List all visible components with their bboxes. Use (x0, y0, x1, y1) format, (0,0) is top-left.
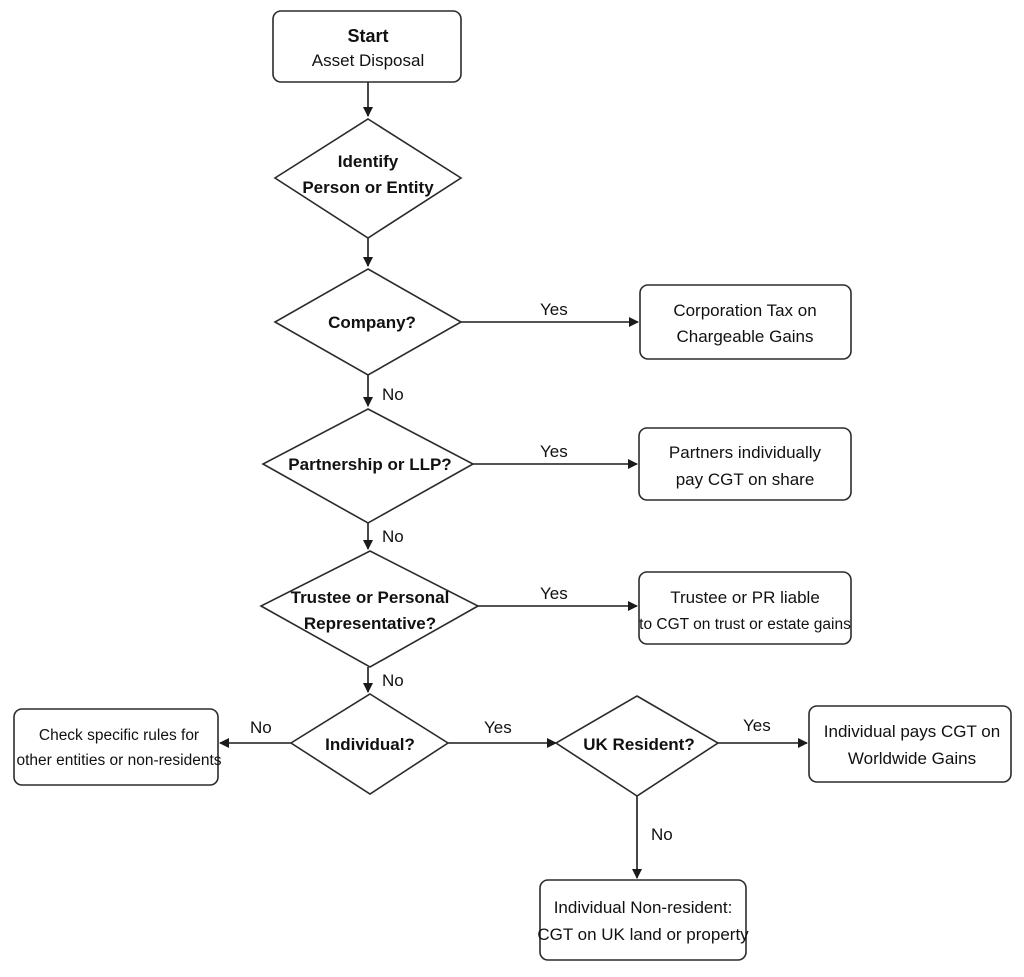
trustee-line2: Representative? (304, 614, 436, 633)
uk-resident-node: UK Resident? (554, 695, 720, 797)
partners-line2: pay CGT on share (676, 470, 815, 489)
check-rules-line1: Check specific rules for (39, 727, 199, 744)
individual-label: Individual? (325, 735, 415, 754)
non-resident-node: Individual Non-resident: CGT on UK land … (537, 879, 749, 961)
partnership-node: Partnership or LLP? (261, 408, 475, 524)
worldwide-line1: Individual pays CGT on (824, 722, 1000, 741)
uk-resident-label: UK Resident? (583, 735, 694, 754)
identify-line2: Person or Entity (302, 178, 434, 197)
edge-labels: Yes No Yes No Yes No No Yes Yes No (250, 300, 771, 844)
edge-label-company-no: No (382, 385, 404, 404)
corp-tax-node: Corporation Tax on Chargeable Gains (639, 284, 852, 360)
company-node: Company? (273, 268, 463, 376)
edge-label-resident-no: No (651, 825, 673, 844)
edge-label-resident-yes: Yes (743, 716, 771, 735)
edge-label-trustee-no: No (382, 671, 404, 690)
edge-label-individual-no: No (250, 718, 272, 737)
check-rules-line2: other entities or non-residents (16, 752, 221, 769)
trustee-liable-line1: Trustee or PR liable (670, 588, 820, 607)
edge-label-partnership-yes: Yes (540, 442, 568, 461)
edges (219, 82, 808, 879)
identify-node: Identify Person or Entity (273, 118, 463, 239)
corp-tax-line1: Corporation Tax on (673, 301, 816, 320)
partnership-label: Partnership or LLP? (288, 455, 451, 474)
non-resident-line2: CGT on UK land or property (537, 925, 749, 944)
trustee-node: Trustee or Personal Representative? (259, 550, 480, 668)
corp-tax-line2: Chargeable Gains (676, 327, 813, 346)
edge-label-individual-yes: Yes (484, 718, 512, 737)
worldwide-line2: Worldwide Gains (848, 749, 976, 768)
company-label: Company? (328, 313, 416, 332)
partners-line1: Partners individually (669, 443, 822, 462)
trustee-liable-line2: to CGT on trust or estate gains (639, 616, 851, 633)
check-rules-node: Check specific rules for other entities … (13, 708, 222, 786)
edge-label-partnership-no: No (382, 527, 404, 546)
partners-node: Partners individually pay CGT on share (638, 427, 852, 501)
start-subtitle: Asset Disposal (312, 51, 424, 70)
start-title: Start (347, 26, 388, 46)
identify-line1: Identify (338, 152, 399, 171)
trustee-liable-node: Trustee or PR liable to CGT on trust or … (638, 571, 852, 645)
start-node: Start Asset Disposal (272, 10, 462, 83)
edge-label-trustee-yes: Yes (540, 584, 568, 603)
trustee-line1: Trustee or Personal (291, 588, 450, 607)
non-resident-line1: Individual Non-resident: (554, 898, 733, 917)
worldwide-node: Individual pays CGT on Worldwide Gains (808, 705, 1012, 783)
individual-node: Individual? (289, 693, 450, 795)
edge-label-company-yes: Yes (540, 300, 568, 319)
